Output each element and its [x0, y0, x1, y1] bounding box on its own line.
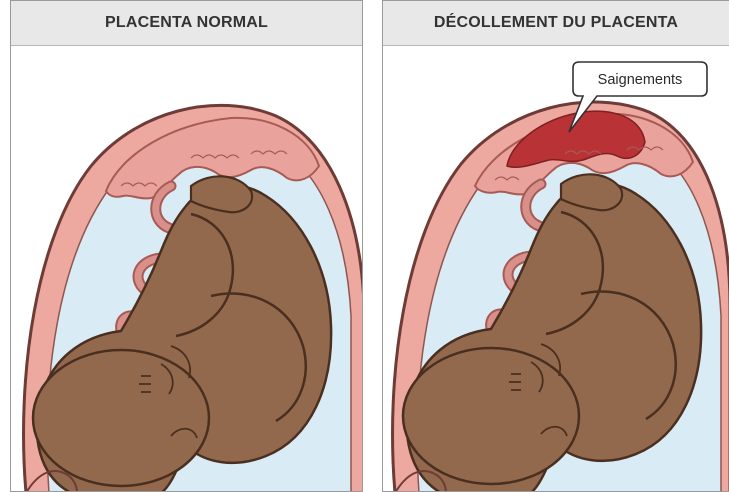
panel-title: PLACENTA NORMAL: [11, 1, 362, 46]
panel-title: DÉCOLLEMENT DU PLACENTA: [383, 1, 729, 46]
callout-label: Saignements: [598, 72, 683, 88]
fetus-head: [403, 348, 579, 484]
fetus-head: [33, 350, 209, 486]
panel-normal-placenta: PLACENTA NORMAL: [10, 0, 363, 492]
panel-placental-abruption: DÉCOLLEMENT DU PLACENTA Saignements: [382, 0, 729, 492]
illustration-abruption: Saignements: [383, 46, 729, 492]
illustration-normal: [11, 46, 363, 492]
